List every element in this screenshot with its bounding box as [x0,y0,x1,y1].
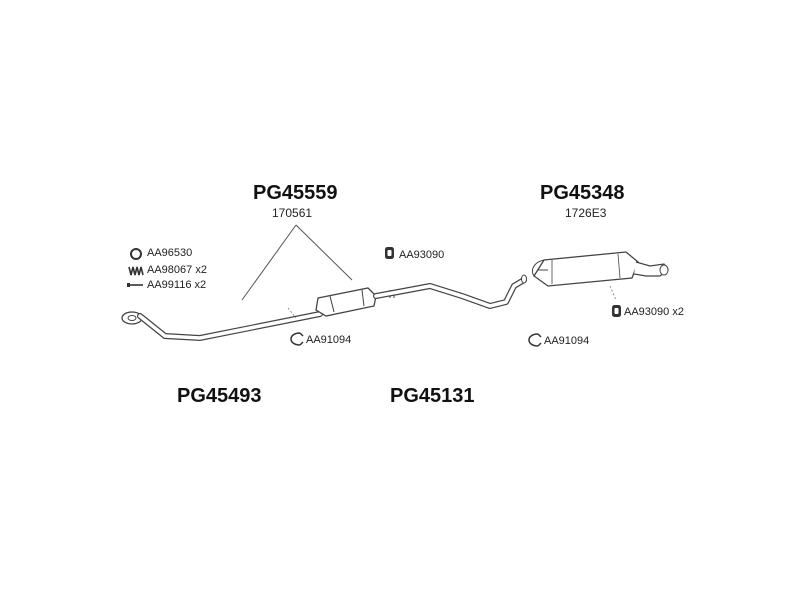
front-pipe-code: PG45493 [177,385,262,407]
rear-silencer [531,251,669,287]
bolt-icon [127,283,143,287]
leader-line-left [241,224,297,301]
rubber-mount-label: AA93090 [399,249,445,261]
clamp-label: AA91094 [306,334,352,346]
rear-silencer-code: PG45348 [540,182,625,204]
spring-icon [128,266,144,276]
center-pipe [373,274,527,309]
clamp-icon [290,332,304,346]
front-silencer [315,287,377,317]
gasket-icon [130,248,142,260]
clamp-icon-right [528,333,542,347]
rubber-mount-rear-label: AA93090 x2 [624,306,684,318]
hanger-marker-rear [609,285,617,301]
front-section-code: PG45559 [253,182,338,204]
center-section-code: PG45131 [390,385,475,407]
front-section-ref: 170561 [272,206,313,220]
rubber-mount-icon [385,247,394,259]
leader-line-right [295,224,353,281]
rear-silencer-ref: 1726E3 [565,206,607,220]
rubber-mount-icon-rear [612,305,621,317]
front-pipe [121,311,323,342]
clamp-label-right: AA91094 [544,335,590,347]
spring-label: AA98067 x2 [147,264,207,276]
gasket-label: AA96530 [147,247,193,259]
bolt-label: AA99116 x2 [147,279,207,291]
